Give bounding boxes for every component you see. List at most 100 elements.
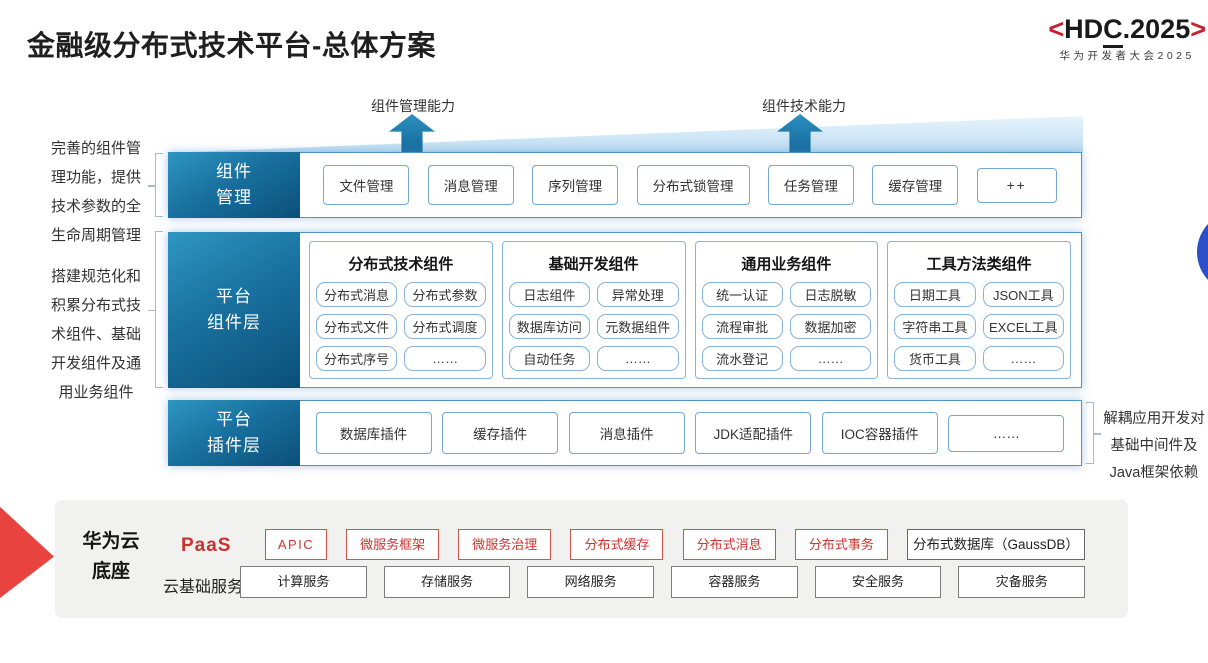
column-grid: 日期工具 JSON工具 字符串工具 EXCEL工具 货币工具 …… (894, 282, 1064, 371)
component-box: 任务管理 (767, 165, 854, 205)
column-header: 工具方法类组件 (926, 256, 1032, 273)
paas-service-box: APIC (265, 528, 327, 560)
gradient-band (166, 116, 1083, 153)
cloud-base-label: 云基础服务 (163, 579, 244, 596)
hdc-logo-text: <HDC.2025> (1048, 14, 1206, 48)
row-label-platform-components: 平台 组件层 (168, 232, 300, 388)
component-box: 分布式参数 (404, 282, 486, 307)
component-box: 日志组件 (508, 282, 591, 307)
component-box: 消息管理 (427, 165, 514, 205)
note-line: 解耦应用开发对 (1103, 411, 1205, 427)
column-distributed-tech: 分布式技术组件 分布式消息 分布式参数 分布式文件 分布式调度 分布式序号 …… (309, 241, 493, 379)
component-box: 统一认证 (701, 282, 783, 307)
note-line: 理功能，提供 (50, 169, 141, 186)
cloud-service-box: 安全服务 (814, 566, 942, 598)
component-box: JSON工具 (982, 282, 1064, 307)
component-box: 缓存管理 (872, 165, 959, 205)
column-tool-methods: 工具方法类组件 日期工具 JSON工具 字符串工具 EXCEL工具 货币工具 …… (887, 241, 1071, 379)
logo-prefix: HD (1064, 14, 1104, 44)
component-box: 货币工具 (894, 346, 976, 371)
row-label-component-management: 组件 管理 (168, 152, 300, 218)
cloud-service-box: 容器服务 (671, 566, 798, 598)
note-line: 开发组件及通 (50, 355, 141, 372)
paas-service-box: 分布式事务 (794, 528, 888, 560)
component-box: ++ (976, 167, 1057, 203)
paas-service-box: 分布式消息 (682, 528, 776, 560)
row-label-line: 组件层 (207, 313, 261, 332)
paas-service-box: 微服务治理 (458, 528, 552, 560)
column-common-business: 通用业务组件 统一认证 日志脱敏 流程审批 数据加密 流水登记 …… (694, 241, 879, 379)
component-box: …… (597, 346, 679, 371)
component-box: 字符串工具 (894, 314, 976, 339)
logo-suffix: .2025 (1122, 14, 1191, 44)
column-header: 分布式技术组件 (348, 256, 454, 273)
note-line: 用业务组件 (58, 384, 134, 401)
note-line: 术组件、基础 (50, 326, 141, 343)
plugin-box: 消息插件 (568, 412, 685, 454)
cloud-services-row: 计算服务 存储服务 网络服务 容器服务 安全服务 灾备服务 (240, 566, 1086, 598)
row-label-line: 插件层 (207, 436, 261, 455)
row-content: 数据库插件 缓存插件 消息插件 JDK适配插件 IOC容器插件 …… (299, 401, 1081, 465)
column-grid: 日志组件 异常处理 数据库访问 元数据组件 自动任务 …… (508, 282, 679, 371)
plugin-box: IOC容器插件 (821, 412, 938, 454)
plugin-box: JDK适配插件 (695, 412, 812, 454)
component-box: 数据加密 (789, 314, 872, 339)
cloud-service-box: 计算服务 (240, 566, 367, 598)
column-grid: 分布式消息 分布式参数 分布式文件 分布式调度 分布式序号 …… (316, 282, 486, 371)
row-label-line: 管理 (216, 188, 252, 207)
hdc-logo-subtitle: 华为开发者大会2025 (1059, 50, 1195, 62)
component-box: 流水登记 (701, 346, 783, 371)
row-label-line: 平台 (216, 287, 252, 306)
cloud-service-box: 网络服务 (527, 566, 655, 598)
page-title: 金融级分布式技术平台-总体方案 (27, 30, 436, 61)
plugin-box: 缓存插件 (442, 412, 559, 454)
brace-icon (148, 231, 163, 388)
column-header: 基础开发组件 (548, 256, 639, 273)
component-box: 元数据组件 (597, 314, 679, 339)
note-line: Java框架依赖 (1109, 465, 1199, 481)
note-line: 基础中间件及 (1110, 438, 1198, 454)
row-content: 分布式技术组件 分布式消息 分布式参数 分布式文件 分布式调度 分布式序号 ……… (299, 233, 1081, 387)
row-content: 文件管理 消息管理 序列管理 分布式锁管理 任务管理 缓存管理 ++ (299, 153, 1081, 217)
gaussdb-box: 分布式数据库（GaussDB） (906, 528, 1085, 560)
note-line: 积累分布式技 (50, 297, 141, 314)
component-box: 分布式消息 (316, 282, 398, 307)
paas-services-row: APIC 微服务框架 微服务治理 分布式缓存 分布式消息 分布式事务 分布式数据… (265, 528, 1085, 560)
component-box: 分布式调度 (404, 314, 486, 339)
row-label-platform-plugins: 平台 插件层 (168, 400, 300, 466)
cloud-service-box: 灾备服务 (958, 566, 1086, 598)
component-box: 异常处理 (597, 282, 679, 307)
row-label-line: 组件 (216, 162, 252, 181)
component-box: 自动任务 (508, 346, 591, 371)
paas-label: PaaS (181, 535, 232, 556)
red-chevron-icon (0, 506, 54, 598)
paas-service-box: 分布式缓存 (570, 528, 664, 560)
cloud-service-box: 存储服务 (383, 566, 511, 598)
component-box: 日期工具 (894, 282, 976, 307)
component-box: …… (982, 346, 1064, 371)
row-label-line: 平台 (216, 410, 252, 429)
note-decouple: 解耦应用开发对 基础中间件及 Java框架依赖 (1100, 406, 1208, 487)
note-line: 完善的组件管 (50, 140, 141, 157)
component-box: 文件管理 (323, 165, 410, 205)
column-basic-dev: 基础开发组件 日志组件 异常处理 数据库访问 元数据组件 自动任务 …… (501, 241, 686, 379)
component-box: …… (404, 346, 486, 371)
note-line: 技术参数的全 (50, 198, 141, 215)
component-box: 数据库访问 (508, 314, 591, 339)
huawei-cloud-foundation-panel: 华为云 底座 PaaS 云基础服务 APIC 微服务框架 微服务治理 分布式缓存… (55, 500, 1128, 618)
hdc-logo: <HDC.2025> 华为开发者大会2025 (1048, 14, 1206, 63)
capability-management-label: 组件管理能力 (371, 98, 455, 114)
component-box: 序列管理 (532, 165, 619, 205)
capability-technical-label: 组件技术能力 (762, 98, 846, 114)
logo-right-bracket-icon: > (1190, 14, 1206, 44)
foundation-label-line: 底座 (91, 561, 130, 582)
paas-service-box: 微服务框架 (346, 528, 440, 560)
note-component-management: 完善的组件管 理功能，提供 技术参数的全 生命周期管理 (34, 134, 158, 250)
column-header: 通用业务组件 (741, 256, 832, 273)
foundation-label-line: 华为云 (82, 531, 140, 552)
brace-icon (148, 153, 163, 217)
logo-underlined-letter: C (1103, 14, 1123, 48)
component-box: 流程审批 (701, 314, 783, 339)
component-box: …… (789, 346, 872, 371)
